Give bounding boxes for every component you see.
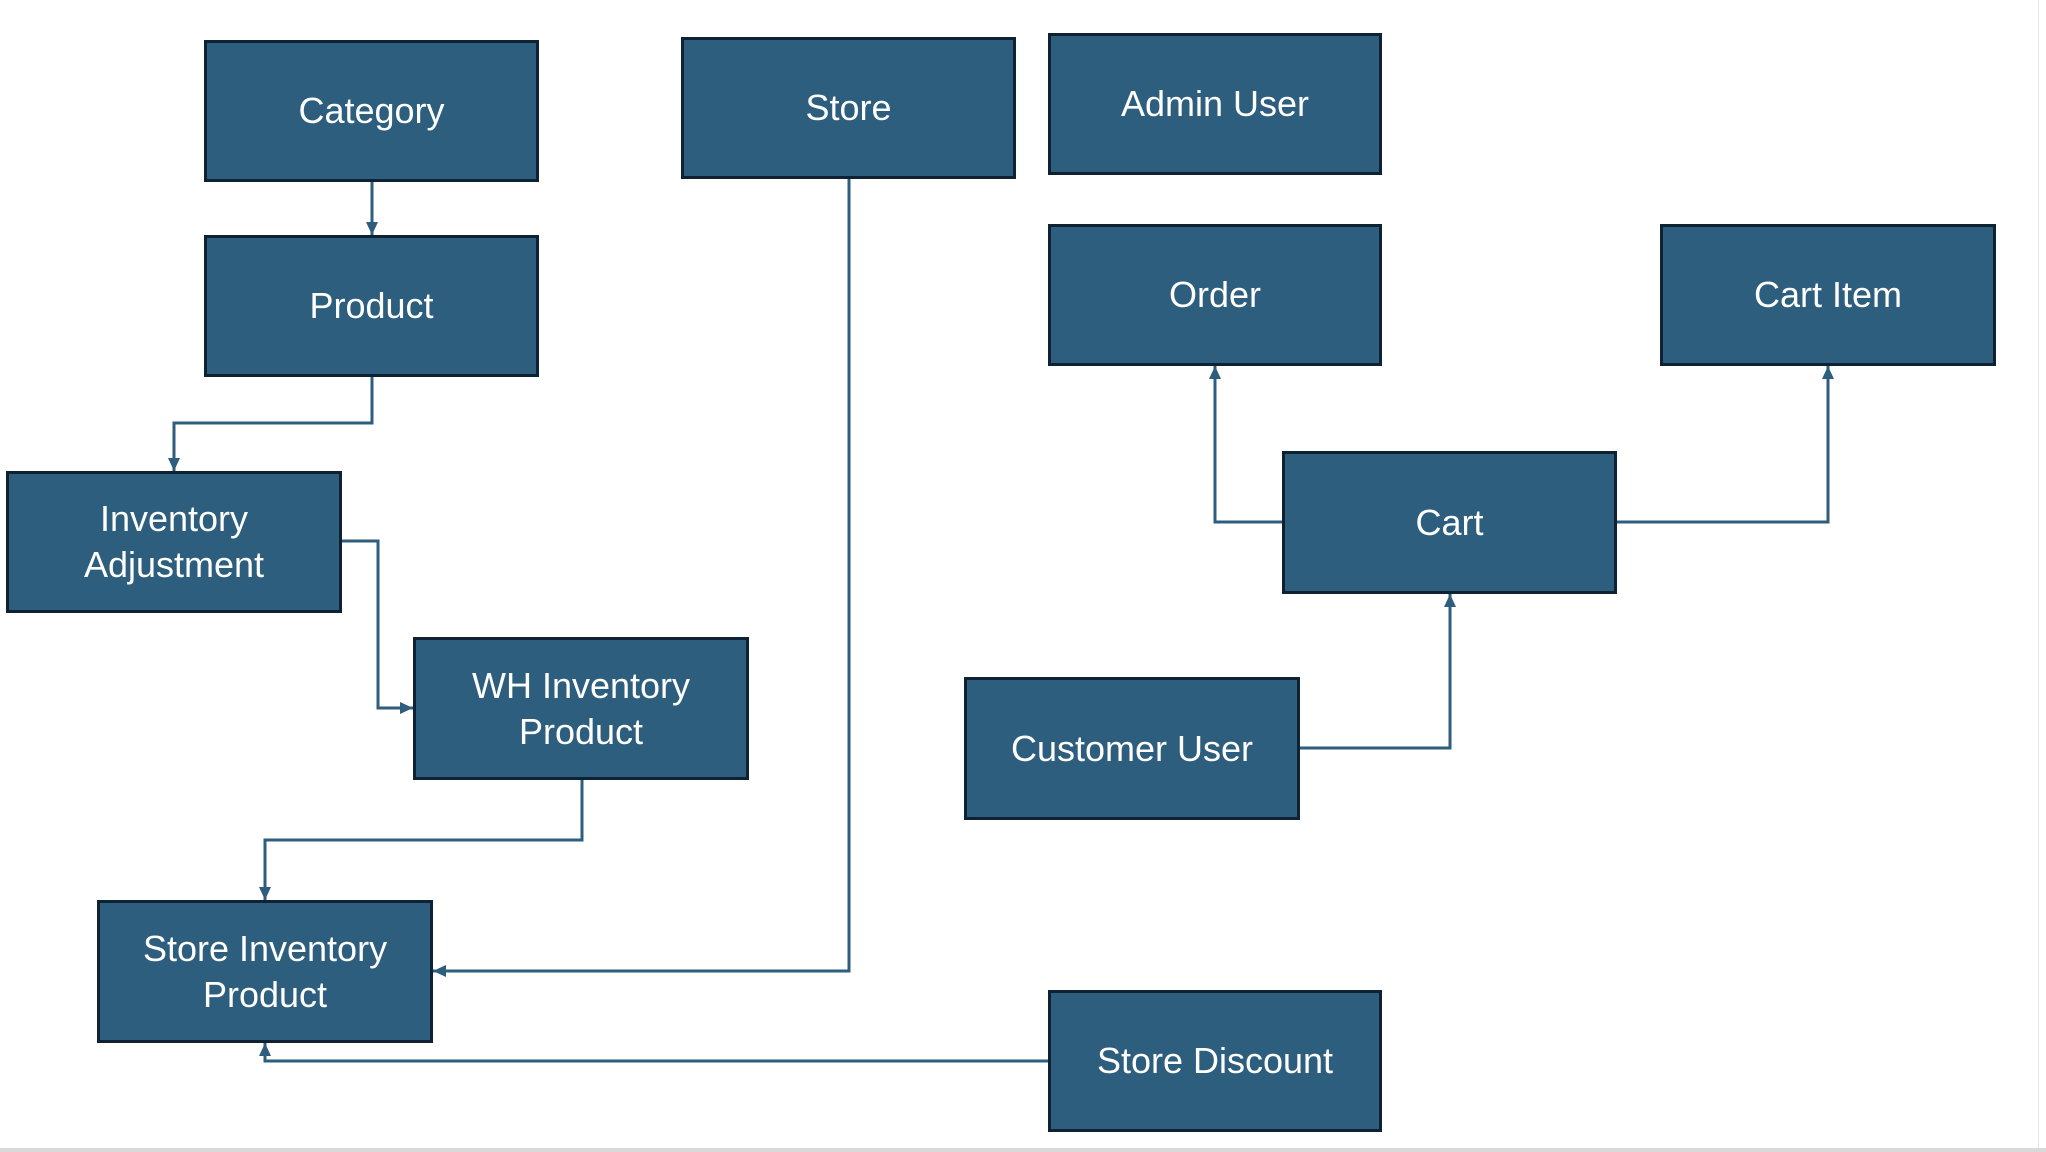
edge-wh-inventory-product-to-store-inventory-product — [263, 780, 584, 900]
edge-cart-to-order — [1213, 366, 1282, 524]
node-cart-item-label: Cart Item — [1753, 274, 1903, 315]
edge-product-to-inventory-adjustment — [172, 377, 374, 471]
node-admin-user[interactable]: Admin User — [1048, 33, 1382, 175]
node-wh-inventory-product-label: WH Inventory Product — [471, 664, 691, 752]
arrowhead-icon — [366, 222, 378, 235]
node-cart-item[interactable]: Cart Item — [1660, 224, 1996, 366]
edge-store-to-store-inventory-product — [433, 179, 851, 973]
arrowhead-icon — [433, 965, 446, 977]
node-product[interactable]: Product — [204, 235, 539, 377]
node-customer-user[interactable]: Customer User — [964, 677, 1300, 820]
arrowhead-icon — [259, 887, 271, 900]
node-store-inventory-product[interactable]: Store Inventory Product — [97, 900, 433, 1043]
node-store-discount[interactable]: Store Discount — [1048, 990, 1382, 1132]
arrowhead-icon — [1444, 594, 1456, 607]
arrowhead-icon — [1209, 366, 1221, 379]
node-product-label: Product — [309, 285, 434, 326]
arrowhead-icon — [168, 458, 180, 471]
node-store-inventory-product-label: Store Inventory Product — [142, 927, 388, 1015]
node-customer-user-label: Customer User — [1010, 727, 1254, 769]
node-wh-inventory-product[interactable]: WH Inventory Product — [413, 637, 749, 780]
edge-inventory-adjustment-to-wh-inventory-product — [342, 539, 413, 710]
node-inventory-adjustment[interactable]: Inventory Adjustment — [6, 471, 342, 613]
node-inventory-adjustment-label: Inventory Adjustment — [83, 498, 265, 585]
node-cart[interactable]: Cart — [1282, 451, 1617, 594]
node-order-label: Order — [1168, 274, 1262, 315]
arrowhead-icon — [259, 1043, 271, 1056]
page-bottom-edge — [0, 1148, 2046, 1152]
node-cart-label: Cart — [1415, 501, 1484, 543]
arrowhead-icon — [1822, 366, 1834, 379]
edge-store-discount-to-store-inventory-product — [263, 1043, 1048, 1063]
edge-cart-to-cart-item — [1617, 366, 1830, 524]
node-category[interactable]: Category — [204, 40, 539, 182]
node-order[interactable]: Order — [1048, 224, 1382, 366]
arrowhead-icon — [400, 702, 413, 714]
node-store-label: Store — [805, 87, 892, 128]
node-category-label: Category — [298, 90, 445, 131]
node-admin-user-label: Admin User — [1120, 83, 1310, 124]
node-store[interactable]: Store — [681, 37, 1016, 179]
node-store-discount-label: Store Discount — [1096, 1040, 1334, 1081]
page-right-edge — [2038, 0, 2039, 1148]
edge-customer-user-to-cart — [1300, 594, 1452, 750]
